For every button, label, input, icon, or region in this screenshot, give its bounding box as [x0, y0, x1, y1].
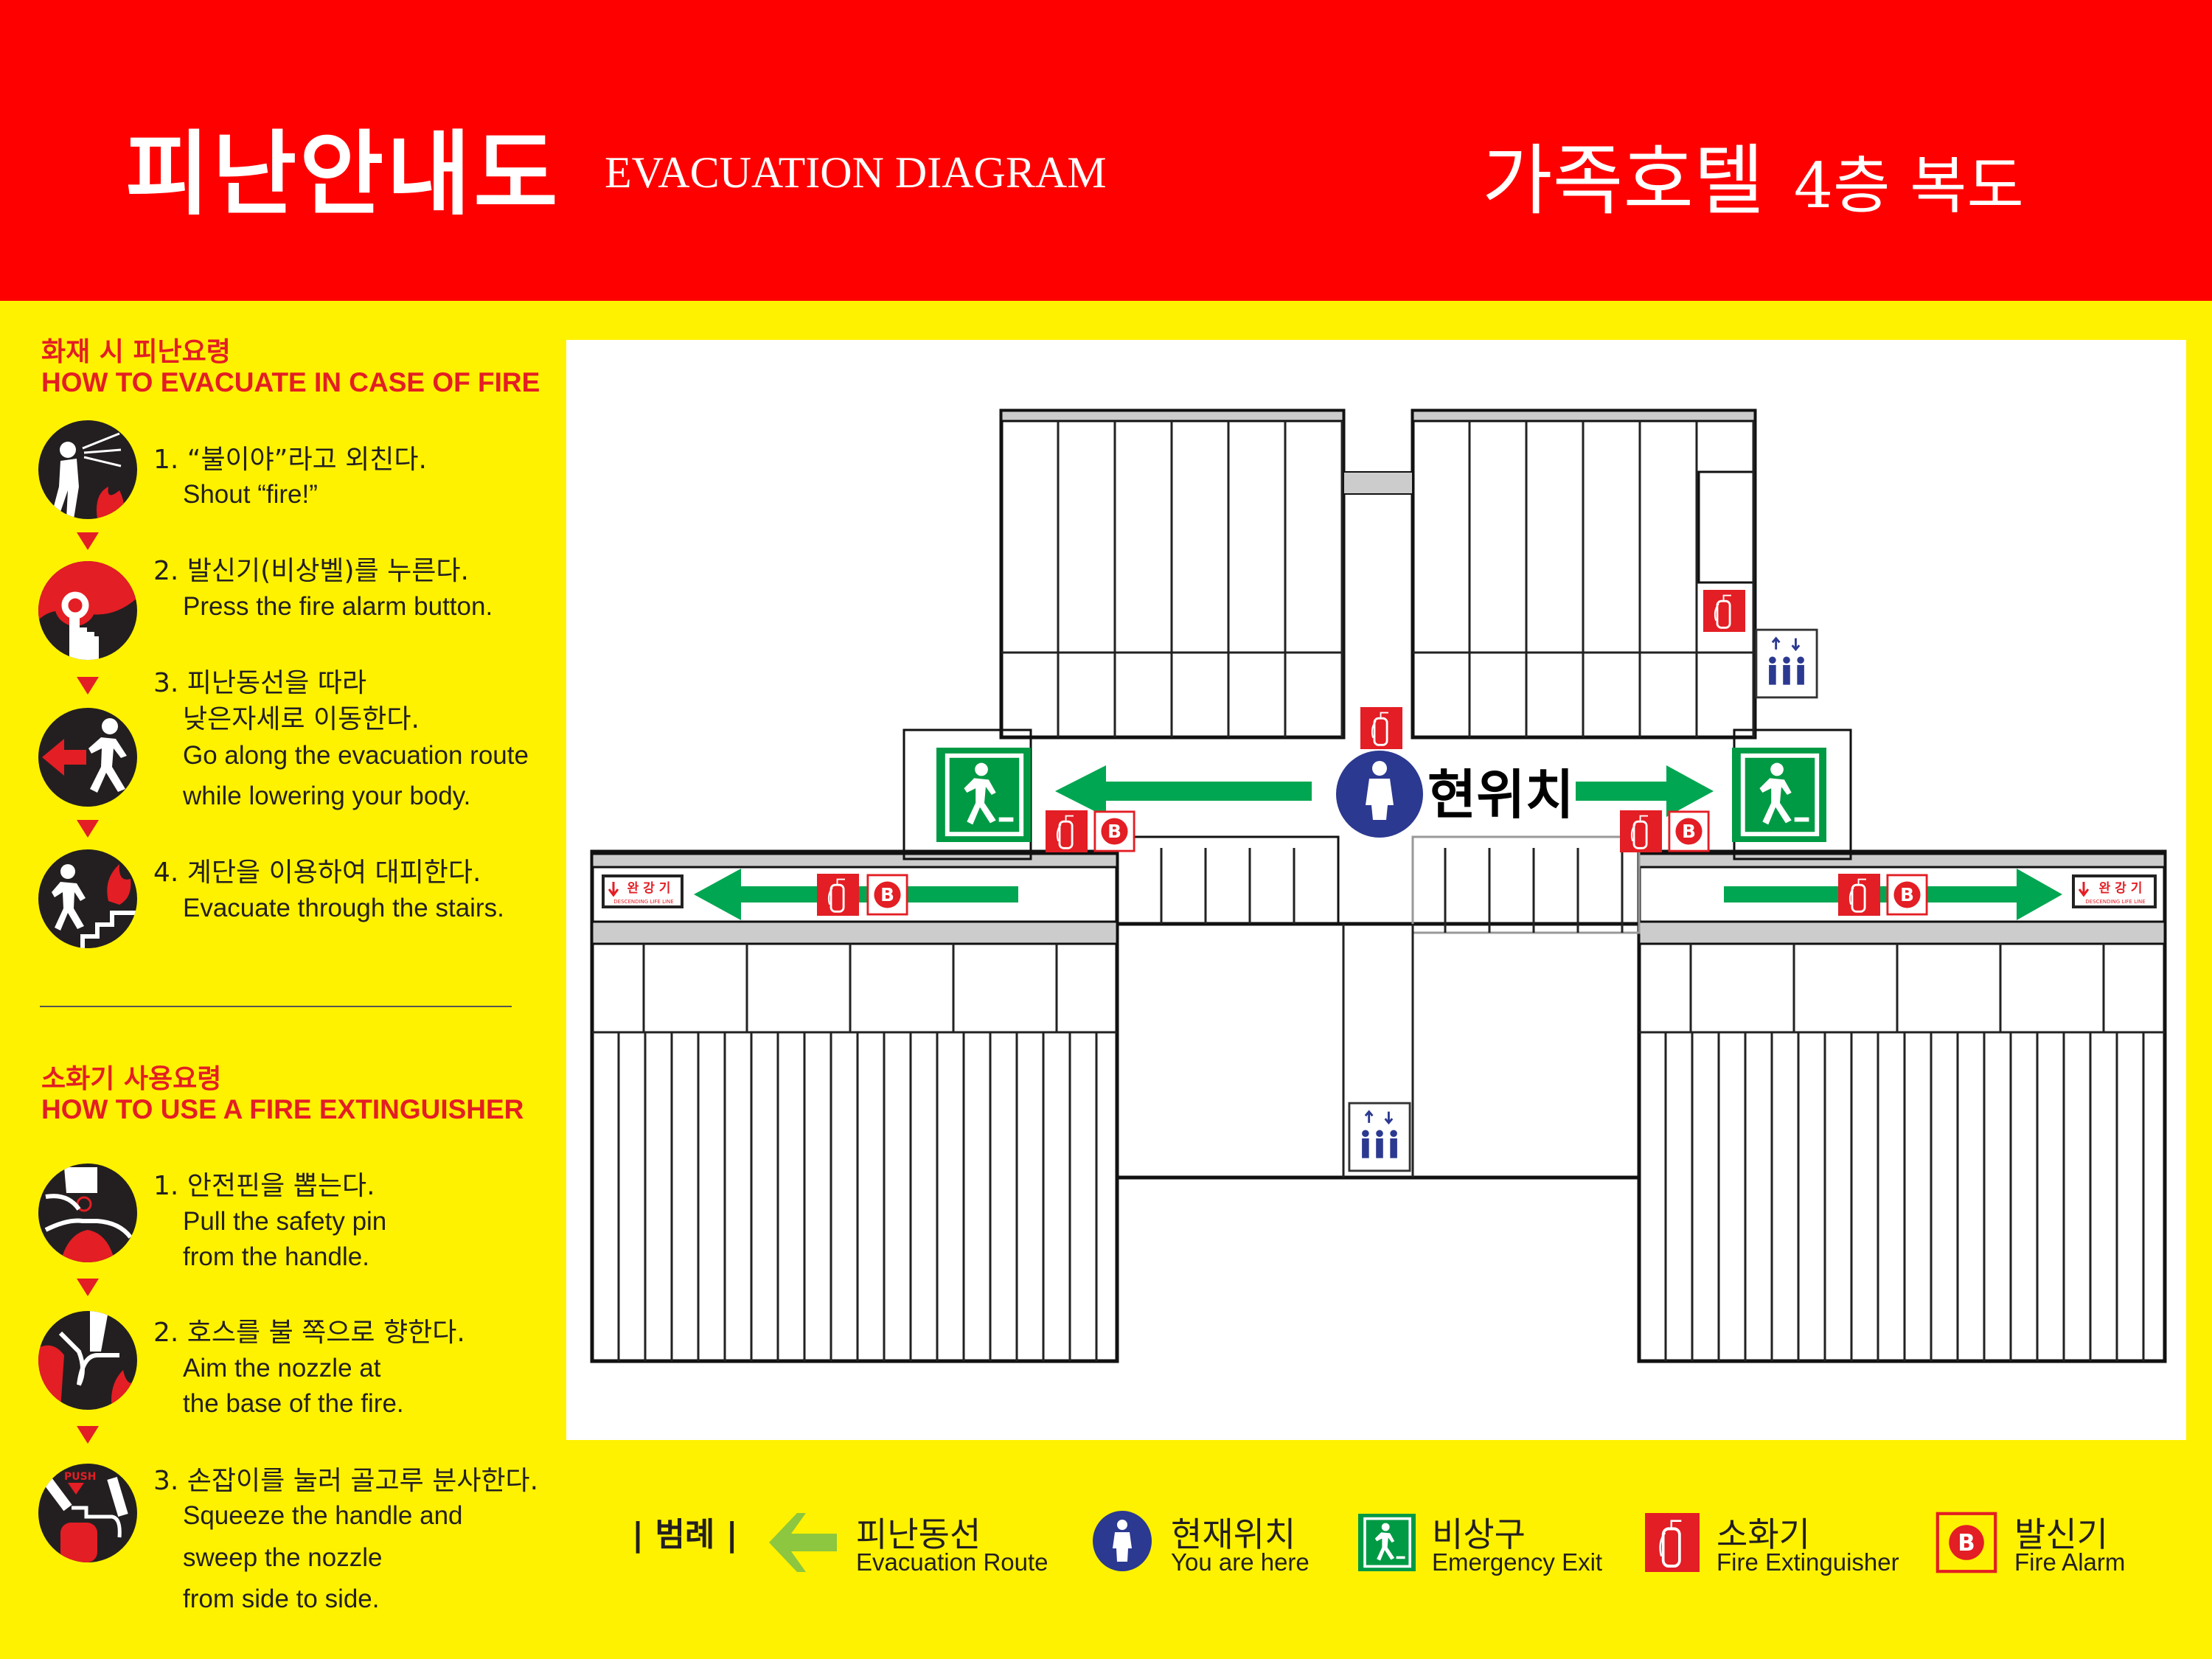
ext-step-1-en-line1: Pull the safety pin	[183, 1207, 387, 1236]
fire-extinguisher-icon	[1703, 590, 1745, 632]
fire-extinguisher-icon	[1046, 810, 1088, 852]
legend-alarm-en: Fire Alarm	[2014, 1548, 2126, 1576]
legend-exit-ko: 비상구	[1432, 1514, 1526, 1554]
you-are-here-label: 현위치	[1427, 764, 1574, 826]
step-arrow-icon	[77, 532, 99, 550]
legend-extinguisher-ko: 소화기	[1717, 1514, 1810, 1554]
evac-step-3-ko-line2: 낮은자세로 이동한다.	[183, 704, 420, 734]
ext-step-3-en-line1: Squeeze the handle and	[183, 1501, 463, 1530]
location-name: 가족호텔	[1482, 136, 1764, 226]
step-arrow-icon	[77, 1426, 99, 1444]
evac-step-3-en-line1: Go along the evacuation route	[183, 741, 529, 770]
ext-step-3-en-line2: sweep the nozzle	[183, 1543, 383, 1572]
legend-exit-en: Emergency Exit	[1432, 1548, 1603, 1576]
emergency-exit-icon	[936, 748, 1031, 842]
ext-step-1-ko: 1. 안전핀을 뽑는다.	[153, 1171, 375, 1201]
stairs-escape-icon	[38, 849, 137, 948]
location-floor: 4층 복도	[1793, 150, 2024, 222]
descending-lifeline-sign-right: 완 강 기 DESCENDING LIFE LINE	[2072, 874, 2157, 908]
running-exit-icon	[38, 708, 137, 807]
evac-step-2-ko: 2. 발신기(비상벨)를 누른다.	[153, 556, 469, 586]
legend-alarm-ko: 발신기	[2014, 1514, 2108, 1554]
legend-extinguisher-en: Fire Extinguisher	[1717, 1548, 1899, 1576]
pull-pin-icon	[38, 1164, 137, 1262]
ext-step-1-en-line2: from the handle.	[183, 1242, 369, 1271]
aim-nozzle-icon	[38, 1311, 137, 1410]
fire-extinguisher-icon	[1838, 874, 1880, 916]
fire-extinguisher-icon	[1620, 810, 1662, 852]
lifeline-label-en: DESCENDING LIFE LINE	[613, 899, 673, 905]
descending-lifeline-sign-left: 완 강 기 DESCENDING LIFE LINE	[602, 874, 684, 908]
you-are-here-marker: 현위치	[1327, 751, 1574, 838]
evac-step-3-en-line2: while lowering your body.	[183, 782, 471, 810]
evacuation-heading-en: HOW TO EVACUATE IN CASE OF FIRE	[41, 367, 540, 397]
header-banner	[0, 0, 2212, 301]
location-title: 가족호텔 4층 복도	[1482, 118, 2024, 229]
title-korean: 피난안내도	[125, 121, 561, 228]
section-divider	[40, 1006, 512, 1007]
alarm-button-press-icon	[38, 561, 137, 660]
lifeline-label-ko: 완 강 기	[627, 881, 671, 896]
extinguisher-heading-en: HOW TO USE A FIRE EXTINGUISHER	[41, 1094, 524, 1124]
evac-step-4-ko: 4. 계단을 이용하여 대피한다.	[153, 858, 481, 888]
elevator-icon	[1348, 1102, 1411, 1172]
floor-plan: B 완 강 기	[566, 340, 2186, 1440]
elevator-icon	[1755, 628, 1818, 699]
route-arrow-right	[1576, 765, 1714, 817]
emergency-exit-icon	[1358, 1514, 1416, 1571]
legend-location-en: You are here	[1171, 1548, 1310, 1576]
evac-step-1-ko: 1. “불이야”라고 외친다.	[153, 445, 427, 475]
evacuation-heading-ko: 화재 시 피난요령	[41, 337, 231, 367]
extinguisher-heading-ko: 소화기 사용요령	[41, 1064, 222, 1094]
ext-step-2-en-line2: the base of the fire.	[183, 1389, 404, 1418]
route-arrow-left	[1055, 765, 1312, 817]
building-walls	[590, 408, 2167, 1363]
arrow-left-icon	[769, 1513, 837, 1572]
fire-alarm-icon: B	[1935, 1512, 1997, 1573]
lifeline-label-ko: 완 강 기	[2099, 881, 2143, 896]
squeeze-handle-icon: PUSH	[38, 1464, 137, 1562]
person-location-icon	[1093, 1511, 1152, 1571]
step-arrow-icon	[77, 1279, 99, 1296]
fire-extinguisher-icon	[817, 874, 859, 916]
evac-step-2-en: Press the fire alarm button.	[183, 592, 493, 621]
room-dividers	[592, 421, 2165, 1361]
fire-alarm-icon	[1886, 874, 1928, 916]
evac-step-1-en: Shout “fire!”	[183, 480, 318, 509]
fire-extinguisher-icon	[1645, 1513, 1700, 1572]
legend-route-ko: 피난동선	[856, 1514, 981, 1554]
push-label: PUSH	[64, 1471, 96, 1483]
fire-alarm-icon	[1093, 810, 1135, 852]
legend-location-ko: 현재위치	[1171, 1514, 1296, 1554]
lifeline-label-en: DESCENDING LIFE LINE	[2085, 899, 2145, 905]
floor-plan-drawing: B 완 강 기	[590, 408, 2167, 1363]
fire-alarm-icon	[1668, 810, 1710, 852]
evac-step-3-ko: 3. 피난동선을 따라	[153, 668, 367, 698]
legend-route-en: Evacuation Route	[856, 1548, 1048, 1576]
emergency-exit-icon	[1732, 748, 1826, 842]
step-arrow-icon	[77, 820, 99, 838]
shouting-person-icon	[38, 420, 137, 519]
title-english: EVACUATION DIAGRAM	[605, 148, 1107, 197]
ext-step-3-en-line3: from side to side.	[183, 1585, 380, 1613]
legend-title: | 범례 |	[632, 1516, 738, 1554]
ext-step-2-ko: 2. 호스를 불 쪽으로 향한다.	[153, 1318, 465, 1348]
fire-alarm-icon	[866, 874, 908, 916]
fire-extinguisher-icon	[1360, 707, 1402, 749]
alarm-letter: B	[1958, 1530, 1975, 1557]
step-arrow-icon	[77, 677, 99, 695]
ext-step-3-ko: 3. 손잡이를 눌러 골고루 분사한다.	[153, 1466, 539, 1496]
evac-step-4-en: Evacuate through the stairs.	[183, 894, 504, 922]
ext-step-2-en-line1: Aim the nozzle at	[183, 1354, 381, 1382]
